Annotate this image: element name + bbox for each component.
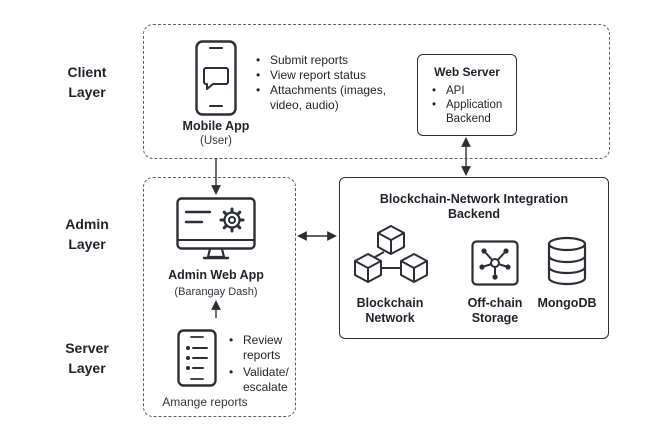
feature-attachments-cont: video, audio) [270,98,339,112]
server-layer-label: Server Layer [42,338,132,378]
backend-title-line1: Blockchain-Network Integration [379,192,569,206]
feature-review-cont: reports [243,348,281,362]
feature-submit-reports: Submit reports [256,53,416,68]
mobile-feature-list: Submit reports View report status Attach… [256,53,416,98]
feature-review: Review [229,333,299,348]
feature-view-status: View report status [256,68,416,83]
web-server-box: Web Server API Application Backend [417,54,517,136]
client-layer-label-line1: Client [67,64,107,80]
feature-attachments: Attachments (images, [256,83,416,98]
server-layer-label-line1: Server [65,340,109,356]
admin-server-layer-container [143,177,296,417]
blockchain-label: Blockchain Network [345,296,435,326]
offchain-label: Off-chain Storage [450,296,540,326]
smartphone-icon [195,40,237,116]
server-layer-label-line2: Layer [68,360,106,376]
admin-app-title: Admin Web App [168,268,264,282]
mongodb-label: MongoDB [537,296,597,310]
blockchain-cubes-icon [354,225,428,283]
client-layer-container [143,24,610,159]
client-layer-label: Client Layer [42,62,132,102]
network-storage-icon [471,240,519,286]
mobile-app-subtitle: (User) [200,135,232,147]
manage-feature-list: Review [229,333,299,348]
manage-feature-list-2: Validate/ [229,365,299,380]
offchain-label-line2: Storage [471,311,519,325]
web-server-title: Web Server [434,65,500,79]
chat-bubble-icon [203,67,229,90]
mobile-app-title: Mobile App [182,119,250,133]
gear-icon [219,207,245,233]
client-layer-label-line2: Layer [68,84,106,100]
backend-title-line2: Backend [447,207,501,221]
admin-layer-label-line2: Layer [68,236,106,252]
web-server-item-application: Application [432,98,516,112]
manage-reports-label: Amange reports [162,395,248,409]
web-server-item-api: API [432,84,516,98]
web-server-items: API Application [432,84,516,112]
admin-layer-label: Admin Layer [42,214,132,254]
blockchain-label-line2: Network [365,311,415,325]
database-icon [547,236,587,286]
web-server-item-backend: Backend [446,113,491,125]
monitor-gear-icon [176,197,256,260]
feature-validate: Validate/ [229,365,299,380]
tablet-list-icon [177,329,217,387]
feature-validate-cont: escalate [243,380,288,394]
offchain-label-line1: Off-chain [467,296,523,310]
admin-app-subtitle: (Barangay Dash) [174,286,258,298]
blockchain-label-line1: Blockchain [356,296,424,310]
admin-layer-label-line1: Admin [65,216,109,232]
